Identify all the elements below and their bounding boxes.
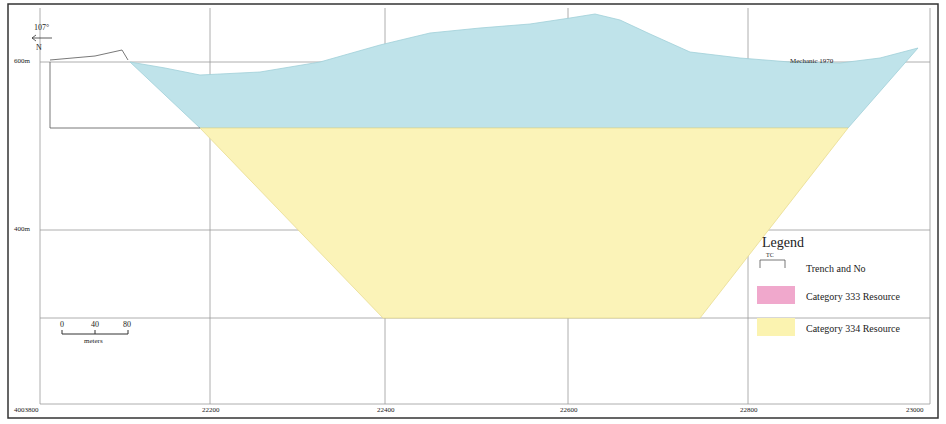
scale-bar (62, 330, 128, 334)
scale-unit: meters (84, 338, 103, 345)
axis-label: 22600 (560, 407, 578, 414)
trench-outline (50, 50, 200, 128)
north-label: N (36, 44, 42, 52)
legend-title: Legend (762, 236, 804, 250)
axis-label: 22800 (740, 407, 758, 414)
legend-sample-text: TC (766, 252, 774, 258)
frame (8, 4, 938, 418)
scale-number: 40 (91, 321, 99, 329)
grid (40, 8, 930, 404)
legend-text: Trench and No (806, 264, 866, 274)
bearing-label: 107° (34, 24, 49, 32)
legend-swatch (757, 318, 795, 336)
legend-text: Category 333 Resource (806, 292, 900, 302)
elevation-label: 600m (14, 58, 30, 65)
elevation-label: 400m (14, 226, 30, 233)
section-note: Mechanic 1970 (790, 58, 833, 65)
trench-legend-sample (760, 260, 785, 268)
overburden-zone (130, 14, 918, 128)
north-arrow (32, 35, 52, 41)
legend-swatch (757, 286, 795, 304)
axis-label: 4003800 (14, 407, 39, 414)
resource-334-zone (200, 128, 848, 318)
axis-label: 22200 (202, 407, 220, 414)
axis-label: 23000 (906, 407, 924, 414)
scale-number: 80 (123, 321, 131, 329)
axis-label: 22400 (377, 407, 395, 414)
scale-number: 0 (60, 321, 64, 329)
legend-text: Category 334 Resource (806, 324, 900, 334)
